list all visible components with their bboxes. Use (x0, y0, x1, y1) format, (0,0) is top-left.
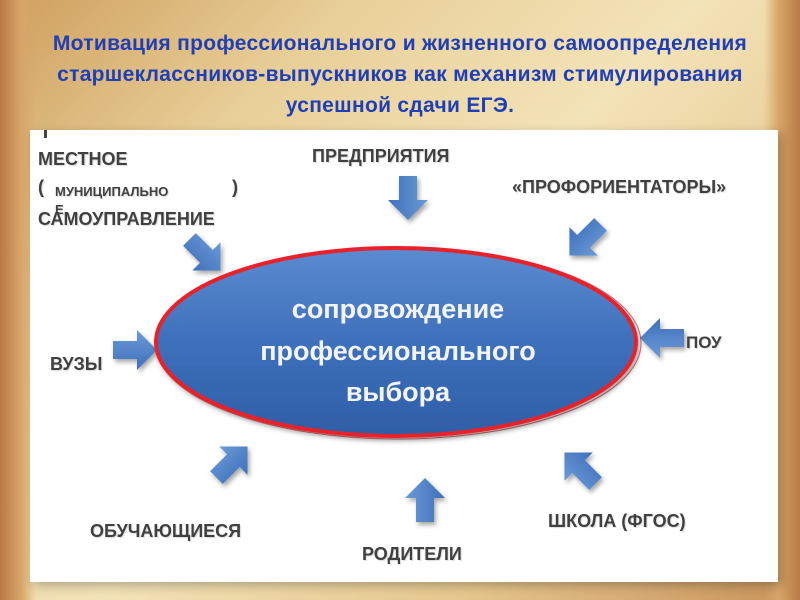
label-pou: ПОУ (686, 333, 722, 352)
center-ellipse (154, 246, 638, 438)
label-career-guides: «ПРОФОРИЕНТАТОРЫ» (512, 177, 727, 197)
label-local-line3: САМОУПРАВЛЕНИЕ (38, 209, 215, 229)
arrow-school (564, 452, 602, 490)
slide-title: Мотивация профессионального и жизненного… (52, 32, 748, 117)
center-line-3: выбора (346, 377, 451, 407)
arrow-pou (640, 318, 684, 358)
arrow-career-guides (569, 218, 607, 256)
center-line-1: сопровождение (292, 294, 504, 324)
label-local-paren-open: ( (38, 177, 44, 197)
label-school: ШКОЛА (ФГОС) (548, 511, 686, 531)
label-local-line1: МЕСТНОЕ (38, 149, 128, 169)
label-enterprises: ПРЕДПРИЯТИЯ (312, 146, 450, 166)
arrow-local-government (183, 233, 221, 271)
arrow-parents (405, 478, 445, 522)
arrow-enterprises (388, 176, 428, 220)
bullet-marker (44, 130, 47, 138)
label-parents: РОДИТЕЛИ (362, 544, 462, 564)
label-local-municipal: МУНИЦИПАЛЬНО (55, 184, 169, 199)
label-local-paren-close: ) (232, 177, 238, 197)
arrow-students (210, 446, 248, 484)
label-universities: ВУЗЫ (50, 354, 103, 374)
label-local-e: Е (55, 202, 64, 217)
arrow-universities (113, 330, 157, 370)
label-students: ОБУЧАЮЩИЕСЯ (90, 521, 242, 541)
center-line-2: профессионального (260, 336, 536, 366)
